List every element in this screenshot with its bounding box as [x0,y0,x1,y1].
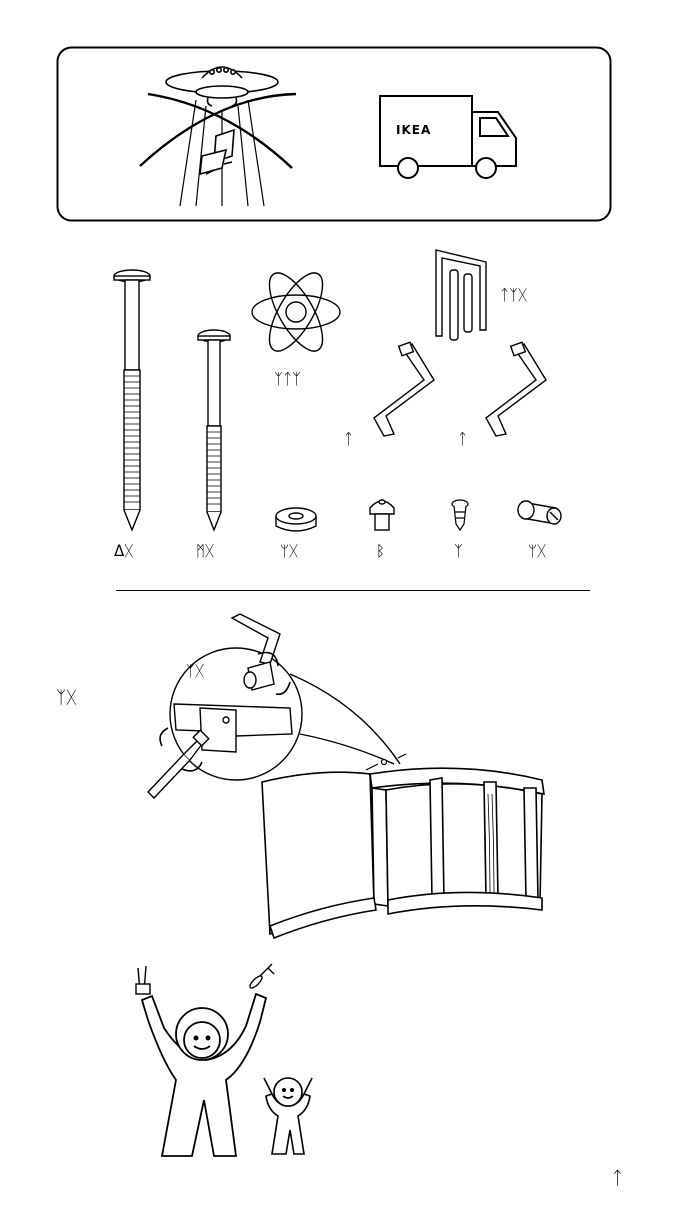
chair-frame [261,767,545,940]
chair-frame-strap [483,793,495,895]
barrel-nut-icon [517,500,562,525]
delivery-banner-frame: IKEA [56,46,612,222]
medium-bolt-thread [207,431,221,505]
medium-bolt-code: ᛗᚷ [196,542,215,560]
hex-key-in-use-icon [230,613,281,691]
cap-screw-code: ᛒ [376,542,386,560]
atom-icon [251,272,341,352]
raised-tools-icon [135,963,275,995]
happy-characters [122,960,362,1160]
prong-tool-icon [435,249,487,341]
delivery-banner: IKEA [56,46,612,222]
page-symbol: ᛏ [612,1168,623,1189]
parts-inventory: ᐃᚷ ᛗᚷ ᛘᚷ ᛒ ᛉ ᛘᚷ ᛉᛏᛉ ᛏᛉᚷ ᛏ ᛏ [90,240,610,580]
assembly-step [140,604,560,944]
truck-brand-label: IKEA [396,123,431,137]
screwdriver-icon [147,729,210,800]
medium-bolt-icon [197,329,231,532]
child-figure-icon [263,1077,313,1155]
detail-quantity-label: ᛉᚷ [186,662,205,680]
prong-tool-code: ᛏᛉᚷ [500,286,528,304]
ufo-icon [165,66,279,107]
small-screw-code: ᛉ [454,542,464,560]
cap-screw-icon [369,499,395,531]
hex-key-2-code: ᛏ [458,430,468,448]
hex-key-1-code: ᛏ [344,430,354,448]
parts-illustrations [113,249,562,532]
spacer-ring-icon [275,507,317,532]
barrel-nut-code: ᛘᚷ [528,542,547,560]
long-bolt-icon [113,269,151,532]
prohibited-cross [139,92,297,169]
rotation-arrow-icon [159,651,291,772]
hex-key-1-icon [373,341,435,437]
atom-tool-code: ᛉᛏᛉ [274,370,302,388]
celebration-illustration [135,963,313,1157]
step-quantity-label: ᛉᚷ [56,688,77,708]
long-bolt-thread [124,375,140,503]
chair-icon [199,128,235,176]
small-screw-icon [451,499,469,532]
section-divider [116,590,590,591]
hex-key-2-icon [485,341,547,437]
frame-bolt-icon [365,753,407,771]
bracket-plate [173,703,293,753]
assembly-illustration [147,613,545,940]
delivery-truck-icon [379,95,517,179]
long-bolt-code: ᐃᚷ [114,542,134,560]
tractor-beam [179,99,265,207]
adult-figure-icon [140,992,268,1157]
spacer-code: ᛘᚷ [280,542,299,560]
